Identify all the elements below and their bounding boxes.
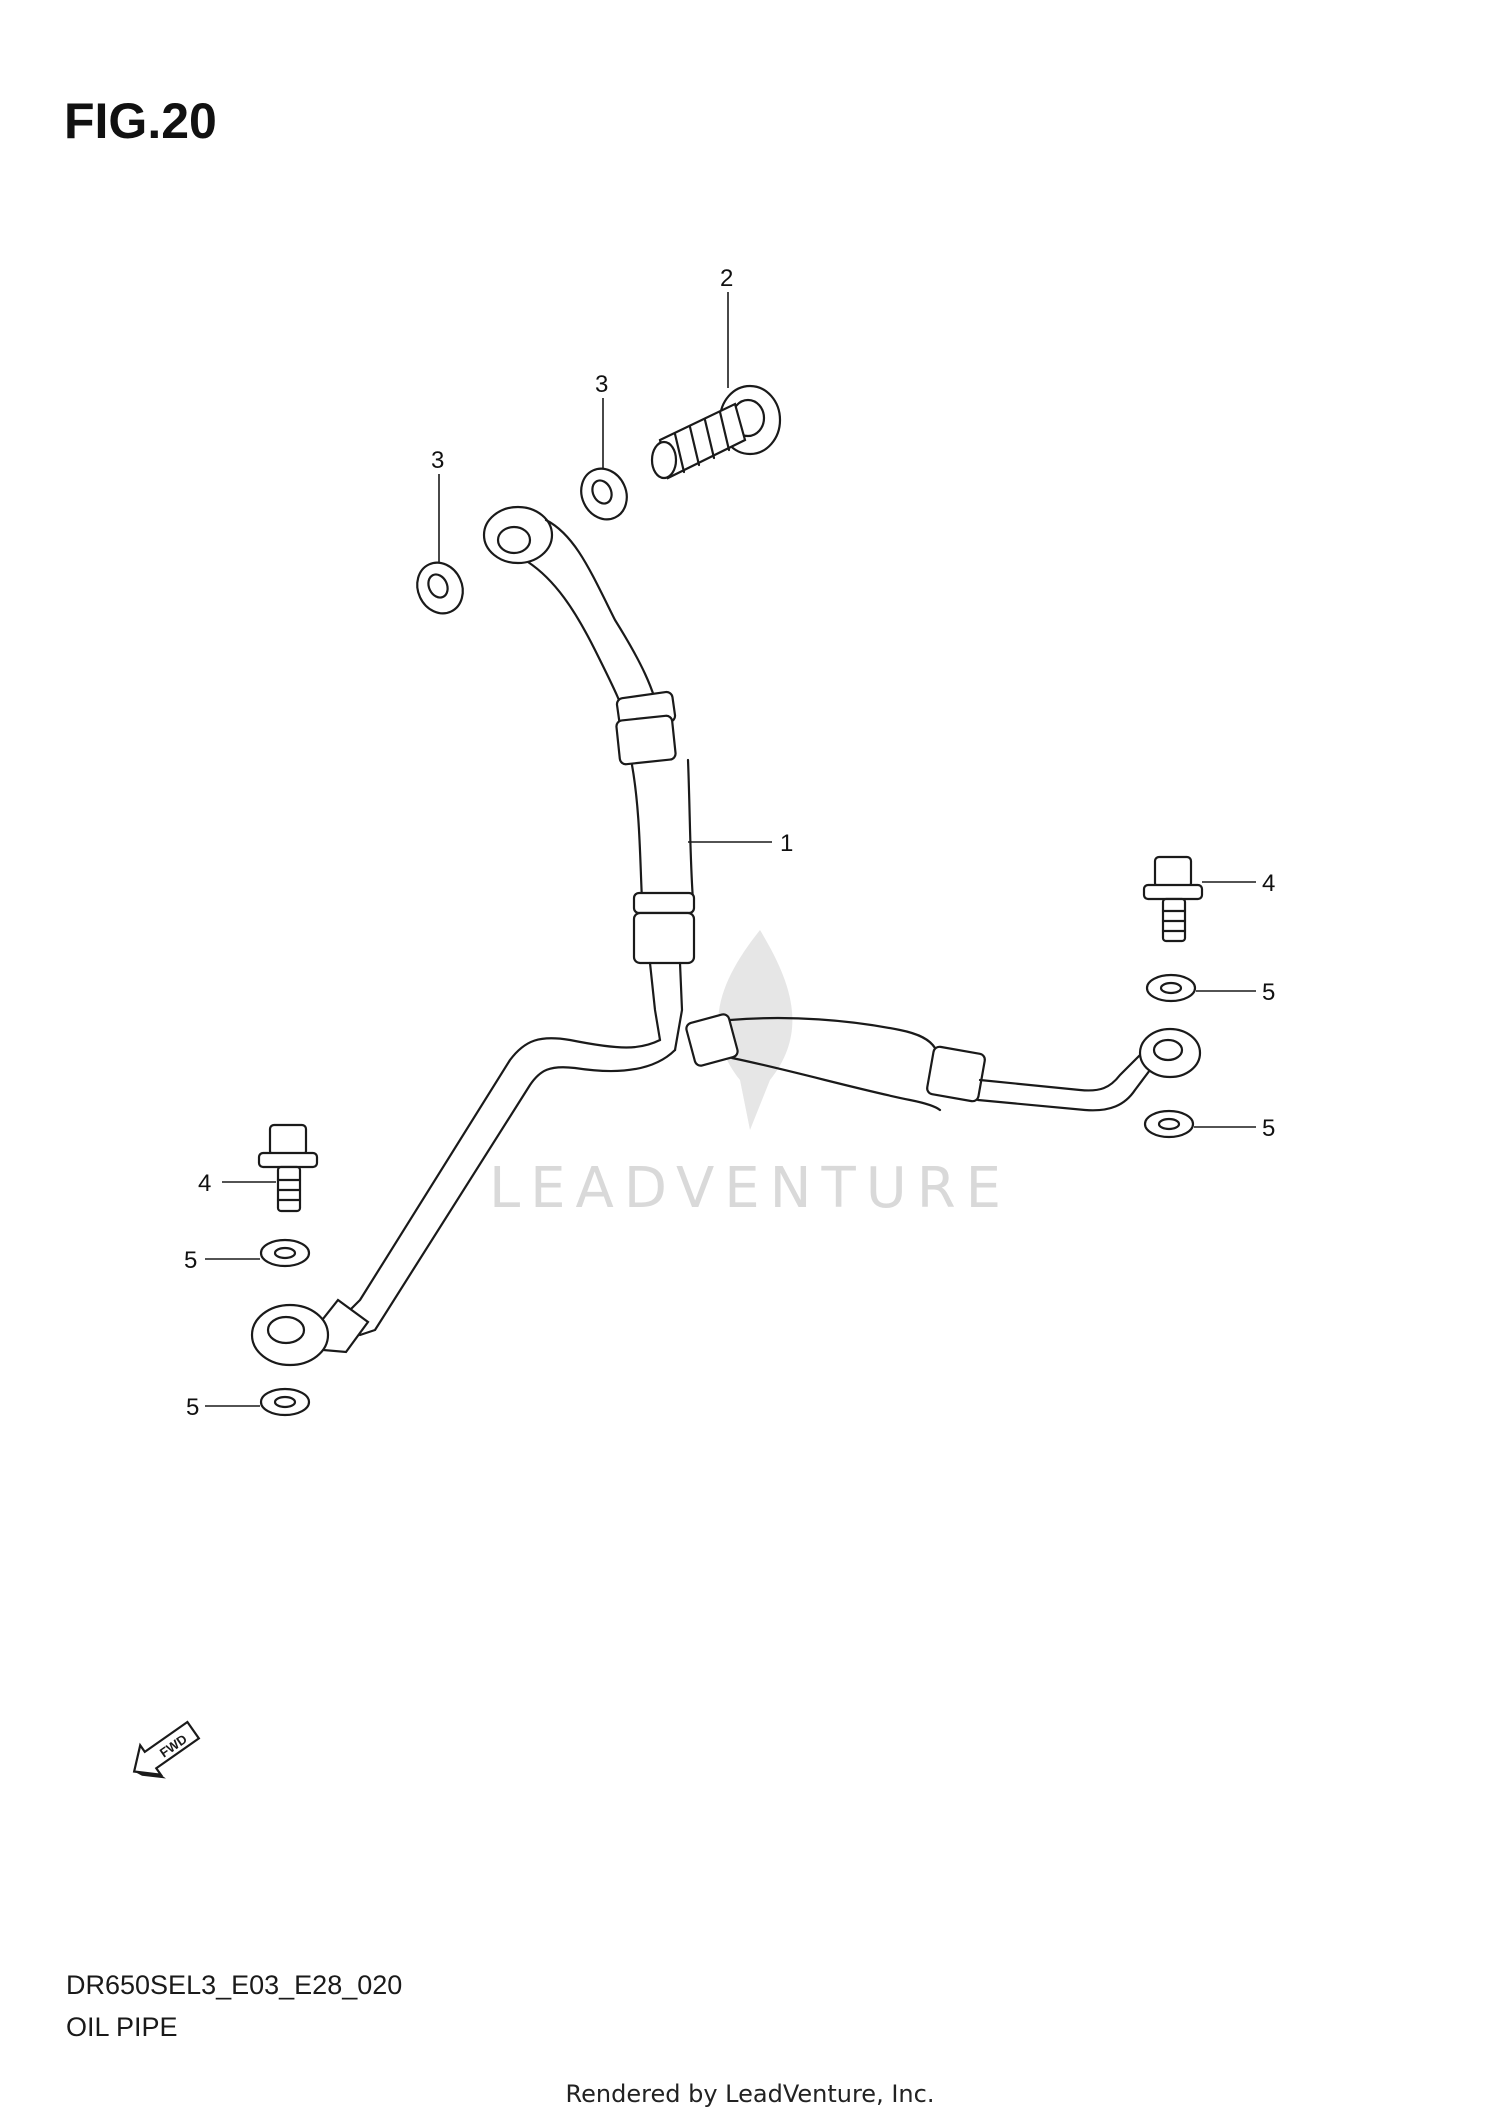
gasket-left-lower[interactable] <box>259 1387 311 1417</box>
callout-5-right-lower-label: 5 <box>1262 1115 1275 1142</box>
callout-1-label: 1 <box>780 830 793 857</box>
gasket-left-upper[interactable] <box>259 1238 311 1268</box>
callout-5-left-upper-label: 5 <box>184 1247 197 1274</box>
watermark-text: LEADVENTURE <box>489 1156 1011 1221</box>
callout-3-left[interactable]: 3 <box>431 447 444 562</box>
callout-3-upper[interactable]: 3 <box>595 371 608 468</box>
watermark: LEADVENTURE <box>489 930 1011 1221</box>
callout-3-upper-label: 3 <box>595 371 608 398</box>
callout-5-left-lower[interactable]: 5 <box>186 1394 260 1421</box>
banjo-bolt[interactable] <box>650 384 782 480</box>
diagram-code: DR650SEL3_E03_E28_020 <box>66 1970 403 2000</box>
callout-2[interactable]: 2 <box>720 265 733 388</box>
gasket-right-upper[interactable] <box>1145 973 1197 1003</box>
bolt-right[interactable] <box>1142 855 1204 943</box>
washer-left[interactable] <box>409 555 471 621</box>
washer-upper[interactable] <box>573 461 635 527</box>
callout-1[interactable]: 1 <box>688 830 793 857</box>
callout-5-right-lower[interactable]: 5 <box>1194 1115 1275 1142</box>
fwd-arrow-icon: FWD <box>132 1720 201 1779</box>
bolt-left[interactable] <box>257 1123 319 1213</box>
diagram-name: OIL PIPE <box>66 2012 178 2042</box>
callout-5-left-lower-label: 5 <box>186 1394 199 1421</box>
callout-5-left-upper[interactable]: 5 <box>184 1247 260 1274</box>
callout-4-right[interactable]: 4 <box>1202 870 1275 897</box>
callout-5-right-upper[interactable]: 5 <box>1196 979 1275 1006</box>
rendered-by-credit: Rendered by LeadVenture, Inc. <box>565 2080 935 2108</box>
callout-4-left[interactable]: 4 <box>198 1170 276 1197</box>
callout-3-left-label: 3 <box>431 447 444 474</box>
oil-pipe[interactable] <box>250 505 1202 1367</box>
callout-5-right-upper-label: 5 <box>1262 979 1275 1006</box>
gasket-right-lower[interactable] <box>1143 1109 1195 1139</box>
figure-title: FIG.20 <box>64 93 217 149</box>
callout-2-label: 2 <box>720 265 733 292</box>
callout-4-left-label: 4 <box>198 1170 211 1197</box>
callout-4-right-label: 4 <box>1262 870 1275 897</box>
